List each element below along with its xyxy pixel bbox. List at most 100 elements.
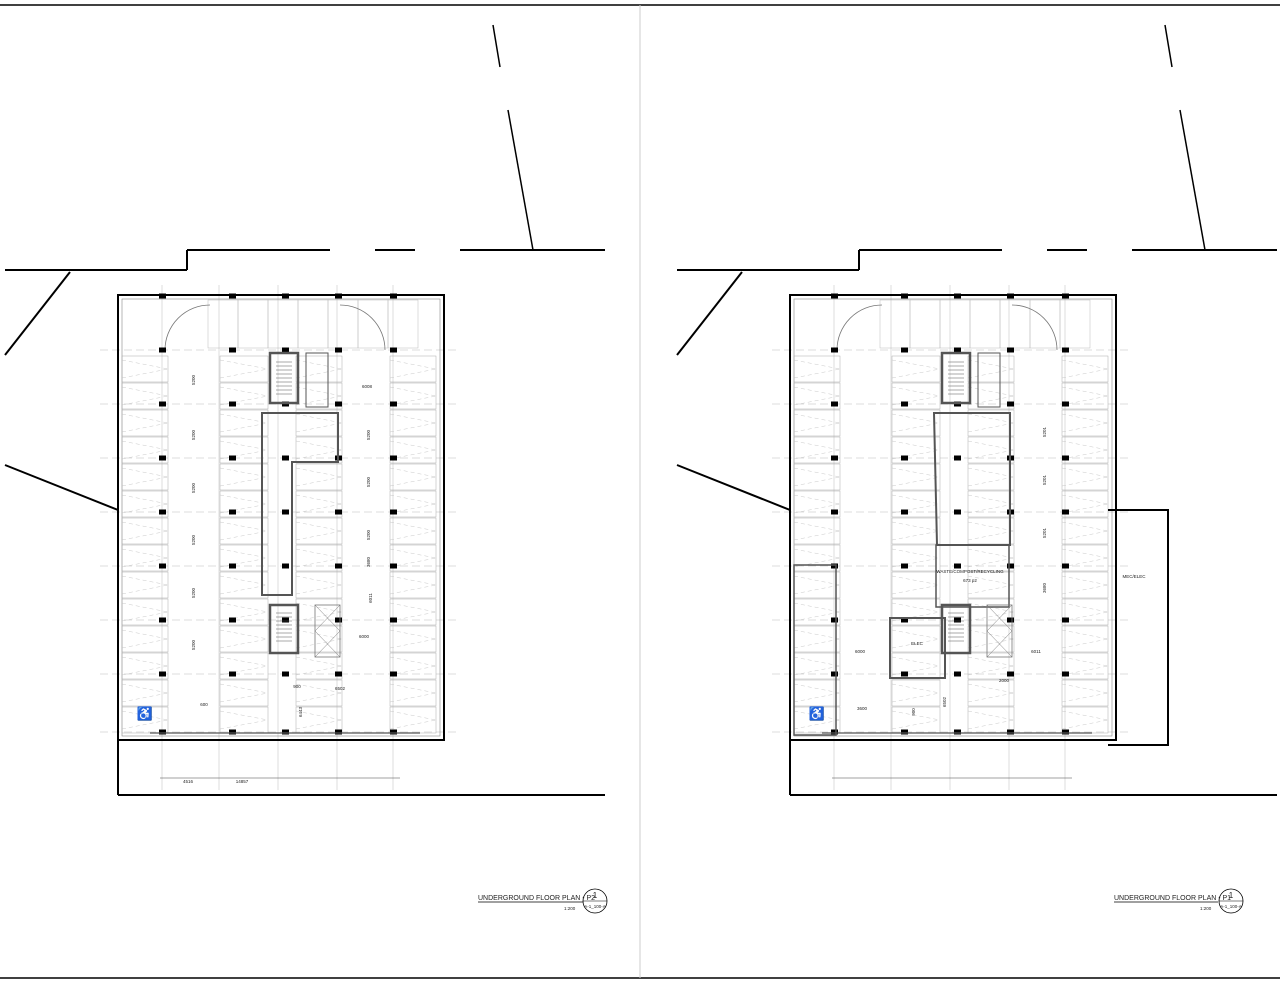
parking-stall bbox=[295, 490, 343, 518]
parking-stall bbox=[891, 652, 941, 680]
structural-column bbox=[831, 617, 838, 623]
structural-column bbox=[901, 617, 908, 623]
stall-marking bbox=[219, 638, 269, 649]
parking-stall bbox=[219, 625, 269, 653]
stall-marking bbox=[219, 656, 269, 667]
stall-marking bbox=[219, 602, 269, 613]
parking-stall bbox=[793, 382, 841, 410]
parking-stall bbox=[389, 517, 437, 545]
parking-stall bbox=[891, 409, 941, 437]
stall-marking bbox=[219, 665, 269, 676]
stall-marking bbox=[967, 449, 1015, 460]
structural-column bbox=[901, 401, 908, 407]
parking-stall bbox=[389, 436, 437, 464]
parking-stall bbox=[121, 463, 169, 491]
stall-marking bbox=[891, 521, 941, 532]
stall-marking bbox=[793, 476, 841, 487]
stall-marking bbox=[121, 638, 169, 649]
parking-stall bbox=[297, 299, 329, 349]
stall-marking bbox=[1061, 611, 1109, 622]
parking-stall bbox=[219, 706, 269, 734]
stall-marking bbox=[121, 710, 169, 721]
parking-stall bbox=[891, 544, 941, 572]
stall-marking bbox=[295, 503, 343, 514]
parking-stall bbox=[967, 517, 1015, 545]
stall-marking bbox=[389, 494, 437, 505]
stall-marking bbox=[389, 467, 437, 478]
stall-marking bbox=[891, 638, 941, 649]
parking-stall bbox=[389, 355, 437, 383]
parking-stall bbox=[793, 544, 841, 572]
parking-stall bbox=[219, 490, 269, 518]
parking-stall bbox=[909, 299, 941, 349]
title-block-p1: UNDERGROUND FLOOR PLAN - P1 1:200 1 A-1_… bbox=[1114, 888, 1244, 914]
structural-column bbox=[390, 401, 397, 407]
dimension-label: 900 bbox=[293, 684, 301, 689]
stall-marking bbox=[121, 368, 169, 379]
structural-column bbox=[954, 293, 961, 299]
structural-column bbox=[229, 729, 236, 735]
stall-marking bbox=[891, 476, 941, 487]
stall-marking bbox=[967, 521, 1015, 532]
parking-stall bbox=[1029, 299, 1061, 349]
site-boundary bbox=[1164, 24, 1173, 68]
stall-marking bbox=[219, 503, 269, 514]
stall-marking bbox=[389, 503, 437, 514]
structural-column bbox=[1007, 401, 1014, 407]
dimension-label: 6502 bbox=[335, 686, 346, 691]
stall-marking bbox=[389, 386, 437, 397]
parking-stall bbox=[793, 625, 841, 653]
site-boundary bbox=[676, 271, 743, 356]
stall-marking bbox=[1061, 584, 1109, 595]
stall-marking bbox=[219, 413, 269, 424]
stall-marking bbox=[295, 422, 343, 433]
stall-marking bbox=[295, 602, 343, 613]
stall-marking bbox=[967, 656, 1015, 667]
waste-room bbox=[935, 544, 1010, 608]
stall-marking bbox=[967, 368, 1015, 379]
detail-number: 1 bbox=[593, 891, 598, 900]
stall-marking bbox=[121, 656, 169, 667]
stall-marking bbox=[121, 467, 169, 478]
parking-stall bbox=[121, 598, 169, 626]
structural-column bbox=[831, 455, 838, 461]
stall-marking bbox=[121, 692, 169, 703]
dimension-label: 5201 bbox=[1042, 474, 1047, 485]
parking-stall bbox=[389, 571, 437, 599]
stall-marking bbox=[389, 449, 437, 460]
structural-column bbox=[159, 401, 166, 407]
structural-column bbox=[159, 509, 166, 515]
stall-marking bbox=[219, 548, 269, 559]
parking-stall bbox=[219, 544, 269, 572]
stall-marking bbox=[793, 494, 841, 505]
storage-room bbox=[261, 412, 339, 596]
stall-marking bbox=[891, 467, 941, 478]
structural-column bbox=[390, 347, 397, 353]
stall-marking bbox=[121, 665, 169, 676]
parking-stall bbox=[891, 679, 941, 707]
stall-marking bbox=[121, 719, 169, 730]
stall-marking bbox=[219, 368, 269, 379]
stall-marking bbox=[295, 413, 343, 424]
ramp-curve bbox=[836, 304, 883, 351]
ramp-curve bbox=[1011, 304, 1058, 351]
parking-stall bbox=[891, 490, 941, 518]
parking-stall bbox=[295, 409, 343, 437]
stall-marking bbox=[891, 503, 941, 514]
stall-marking bbox=[121, 602, 169, 613]
structural-column bbox=[159, 617, 166, 623]
plan-title: UNDERGROUND FLOOR PLAN - P1 bbox=[1114, 895, 1231, 902]
stall-marking bbox=[1061, 530, 1109, 541]
stall-marking bbox=[793, 710, 841, 721]
structural-column bbox=[282, 729, 289, 735]
parking-stall bbox=[891, 517, 941, 545]
stall-marking bbox=[219, 584, 269, 595]
structural-column bbox=[335, 509, 342, 515]
dimension-label: 900 bbox=[911, 708, 916, 716]
stall-marking bbox=[793, 638, 841, 649]
detail-number: 1 bbox=[1229, 891, 1234, 900]
stall-marking bbox=[219, 710, 269, 721]
structural-column bbox=[390, 293, 397, 299]
stall-marking bbox=[1061, 692, 1109, 703]
stall-marking bbox=[1061, 368, 1109, 379]
